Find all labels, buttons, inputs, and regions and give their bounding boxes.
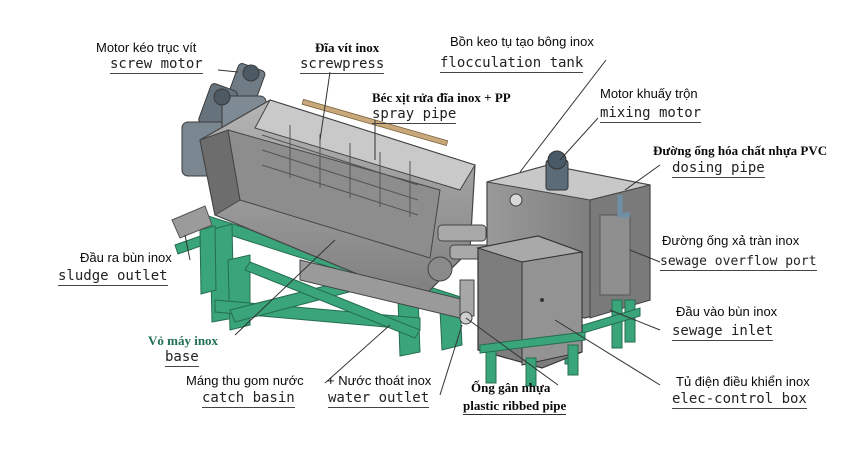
dosing-pipe-line [617, 195, 630, 218]
screwpress-label-en: screwpress [300, 56, 385, 74]
screw-motor-label-vi: Motor kéo trục vít [96, 40, 197, 55]
water-outlet-label-en: water outlet [328, 390, 430, 408]
sewage-inlet-label-vi: Đầu vào bùn inox [676, 304, 778, 319]
sludge-outlet-label-en: sludge outlet [58, 268, 168, 286]
control-box [476, 235, 584, 369]
dosing-pipe-label-vi: Đường ống hóa chất nhựa PVC [653, 143, 828, 158]
catch-basin-label-en: catch basin [202, 390, 295, 408]
spray-pipe-label-vi: Béc xịt rửa đĩa inox + PP [372, 90, 511, 105]
ribbed-pipe-label-en: plastic ribbed pipe [463, 398, 567, 415]
sludge-outlet-chute [171, 205, 213, 239]
ribbed-pipe-label-vi: Ống gân nhựa [471, 380, 551, 395]
floc-tank-label-vi: Bồn keo tụ tạo bông inox [450, 34, 594, 49]
floc-tank-label-vi-text: Bồn keo tụ tạo bông inox [450, 34, 594, 49]
screw-motor-label-en: screw motor [110, 56, 203, 74]
sewage-inlet-label-en: sewage inlet [672, 323, 774, 341]
overflow-label-vi: Đường ống xả tràn inox [662, 233, 800, 248]
mixing-motor-label-en: mixing motor [600, 105, 702, 123]
base-label-en: base [165, 349, 199, 367]
overflow-label-en: sewage overflow port [660, 254, 817, 271]
screw-discs [261, 125, 419, 217]
control-box-label-en: elec-control box [672, 391, 807, 409]
mixing-motor-label-vi: Motor khuấy trộn [600, 86, 698, 101]
dosing-pipe-label-en: dosing pipe [672, 160, 765, 178]
catch-basin-label-vi: Máng thu gom nước [186, 373, 304, 388]
spray-pipe-label-en: spray pipe [372, 106, 457, 124]
mixing-motor [545, 150, 569, 191]
control-box-label-vi: Tủ điện điều khiển inox [676, 374, 810, 389]
water-outlet-label-vi: + Nước thoát inox [327, 373, 432, 388]
base-label-vi: Vỏ máy inox [148, 333, 219, 348]
floc-tank-label-en: flocculation tank [440, 55, 584, 73]
screwpress-label-vi: Đĩa vít inox [315, 40, 380, 55]
sludge-outlet-label-vi: Đầu ra bùn inox [80, 250, 172, 265]
leader-lines [184, 59, 661, 396]
screwpress-body [199, 99, 476, 319]
